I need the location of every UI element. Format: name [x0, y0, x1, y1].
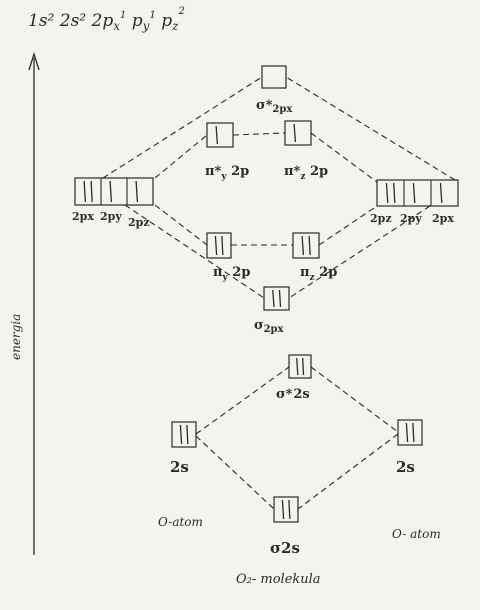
- label-sigma-2px: σ2px: [254, 318, 285, 335]
- electron-configuration: 1s² 2s² 2px1 py1 pz2: [28, 6, 185, 33]
- label-sigma-star-2s: σ*2s: [276, 387, 310, 402]
- orbital-box-pi-y: [206, 232, 232, 259]
- label-pi-y: πy 2p: [213, 265, 250, 283]
- label-right-2pz: 2pz: [370, 212, 392, 225]
- correlation-lines: [102, 76, 456, 510]
- correlation-line: [195, 435, 275, 510]
- label-left-2py: 2py: [100, 210, 122, 223]
- electron-spin-up: [301, 235, 305, 256]
- label-right-2py: 2py: [400, 212, 422, 225]
- label-pi-star-z: π*z 2p: [284, 164, 328, 182]
- label-right-2px: 2px: [432, 212, 454, 225]
- orbital-box-pi-z: [292, 232, 320, 259]
- label-left-2px: 2px: [72, 210, 94, 223]
- energy-axis-label: energia: [9, 314, 23, 360]
- label-right-atom: O- atom: [392, 527, 441, 541]
- label-sigma-2s: σ2s: [270, 539, 300, 557]
- orbital-boxes: [74, 65, 459, 523]
- electron-spin-up: [83, 180, 87, 203]
- electron-spin-down: [393, 182, 396, 204]
- label-right-2s: 2s: [396, 458, 415, 476]
- correlation-line: [232, 132, 286, 136]
- electron-spin-up: [293, 123, 297, 143]
- correlation-line: [288, 205, 431, 299]
- electron-spin-down: [308, 235, 311, 256]
- label-left-atom: O-atom: [158, 515, 203, 529]
- correlation-line: [124, 204, 265, 299]
- orbital-box-left-2p: [74, 177, 154, 206]
- correlation-line: [154, 134, 208, 179]
- correlation-line: [195, 366, 290, 435]
- electron-spin-up: [214, 235, 218, 256]
- electron-spin-up: [135, 180, 139, 203]
- electron-spin-up: [385, 182, 389, 204]
- correlation-line: [310, 366, 399, 433]
- electron-spin-down: [186, 424, 189, 445]
- electron-spin-up: [439, 182, 443, 204]
- orbital-box-sigma-2px: [263, 286, 290, 311]
- orbital-box-sigma-2s: [273, 496, 299, 523]
- electron-spin-down: [90, 180, 93, 203]
- electron-spin-down: [288, 499, 291, 520]
- label-pi-z: πz 2p: [300, 265, 337, 283]
- orbital-box-right-2p: [376, 179, 459, 207]
- orbital-box-pi-star-y: [206, 122, 234, 148]
- electron-spin-down: [278, 289, 282, 308]
- electron-spin-down: [301, 357, 305, 376]
- electron-spin-up: [215, 125, 219, 145]
- orbital-box-pi-star-z: [284, 120, 312, 146]
- orbital-box-sigma-star-2s: [288, 354, 312, 379]
- label-pi-star-y: π*y 2p: [205, 164, 249, 182]
- electron-spin-up: [296, 357, 299, 376]
- orbital-box-right-2s: [397, 419, 423, 446]
- label-left-2s: 2s: [170, 458, 189, 476]
- electron-spin-up: [179, 424, 183, 445]
- correlation-line: [297, 433, 399, 510]
- label-left-2pz: 2pz: [128, 216, 150, 229]
- label-sigma-star-2px: σ*2px: [256, 98, 293, 115]
- caption-o2-molecule: O₂- molekula: [236, 572, 321, 587]
- electron-spin-up: [412, 182, 416, 204]
- orbital-box-left-2s: [171, 421, 197, 448]
- electron-spin-down: [412, 422, 415, 443]
- electron-spin-up: [405, 422, 409, 443]
- correlation-line: [102, 76, 263, 179]
- correlation-line: [285, 76, 456, 181]
- correlation-line: [318, 205, 378, 246]
- correlation-line: [154, 204, 208, 246]
- orbital-box-sigma-star-2px: [261, 65, 287, 89]
- electron-spin-up: [281, 499, 285, 520]
- correlation-line: [310, 132, 378, 183]
- electron-spin-up: [109, 180, 113, 203]
- energy-axis: energia: [9, 51, 40, 555]
- electron-spin-down: [221, 235, 224, 256]
- electron-spin-up: [272, 289, 275, 308]
